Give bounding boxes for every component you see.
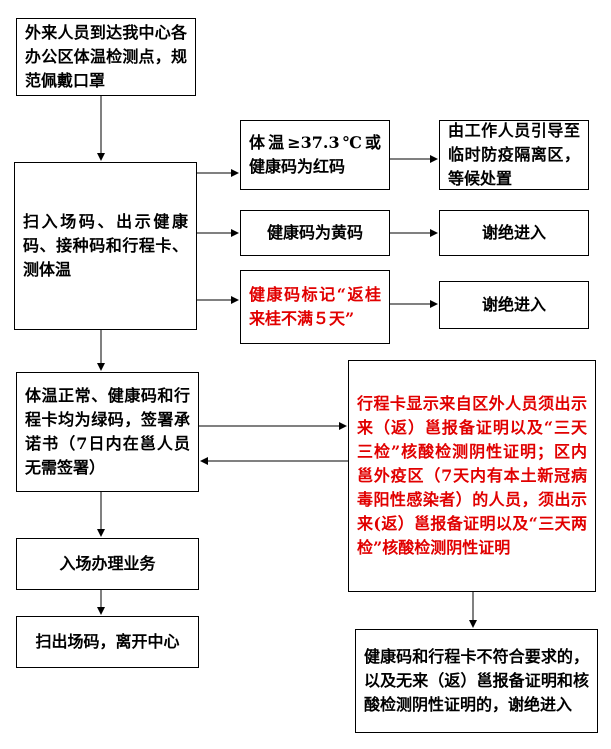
node-noncompliant-refuse: 健康码和行程卡不符合要求的，以及无来（返）邕报备证明和核酸检测阴性证明的，谢绝进… (355, 629, 598, 733)
node-gx-return: 健康码标记“返桂来桂不满５天” (240, 270, 390, 344)
node-all-green-text: 体温正常、健康码和行程卡均为绿码，签署承诺书（7日内在邕人员无需签署） (25, 386, 190, 477)
node-all-green: 体温正常、健康码和行程卡均为绿码，签署承诺书（7日内在邕人员无需签署） (16, 372, 199, 492)
node-out-of-region-text: 行程卡显示来自区外人员须出示来（返）邕报备证明以及“三天三检”核酸检测阴性证明；… (357, 394, 587, 557)
node-handle-business-text: 入场办理业务 (59, 554, 156, 573)
node-exit-scan-text: 扫出场码，离开中心 (35, 632, 180, 651)
node-yellow-code: 健康码为黄码 (240, 210, 390, 256)
node-out-of-region: 行程卡显示来自区外人员须出示来（返）邕报备证明以及“三天三检”核酸检测阴性证明；… (348, 360, 596, 592)
node-arrival: 外来人员到达我中心各办公区体温检测点，规范佩戴口罩 (16, 18, 196, 96)
node-exit-scan: 扫出场码，离开中心 (16, 616, 199, 668)
node-guide-isolation-text: 由工作人员引导至临时防疫隔离区，等候处置 (448, 121, 580, 188)
node-handle-business: 入场办理业务 (16, 538, 199, 590)
node-gx-return-text: 健康码标记“返桂来桂不满５天” (249, 285, 381, 328)
node-yellow-code-text: 健康码为黄码 (266, 223, 363, 242)
node-refuse-2-text: 谢绝进入 (481, 295, 546, 314)
node-refuse-1: 谢绝进入 (439, 210, 589, 256)
node-scan: 扫入场码、出示健康码、接种码和行程卡、测体温 (14, 162, 197, 330)
node-guide-isolation: 由工作人员引导至临时防疫隔离区，等候处置 (439, 120, 589, 190)
node-scan-text: 扫入场码、出示健康码、接种码和行程卡、测体温 (23, 212, 188, 279)
node-noncompliant-refuse-text: 健康码和行程卡不符合要求的，以及无来（返）邕报备证明和核酸检测阴性证明的，谢绝进… (364, 647, 589, 714)
node-temp-red-text: 体温≥37.3℃或健康码为红码 (249, 133, 381, 176)
node-arrival-text: 外来人员到达我中心各办公区体温检测点，规范佩戴口罩 (25, 23, 187, 90)
node-refuse-1-text: 谢绝进入 (481, 223, 546, 242)
node-temp-red: 体温≥37.3℃或健康码为红码 (240, 120, 390, 190)
node-refuse-2: 谢绝进入 (439, 281, 589, 329)
